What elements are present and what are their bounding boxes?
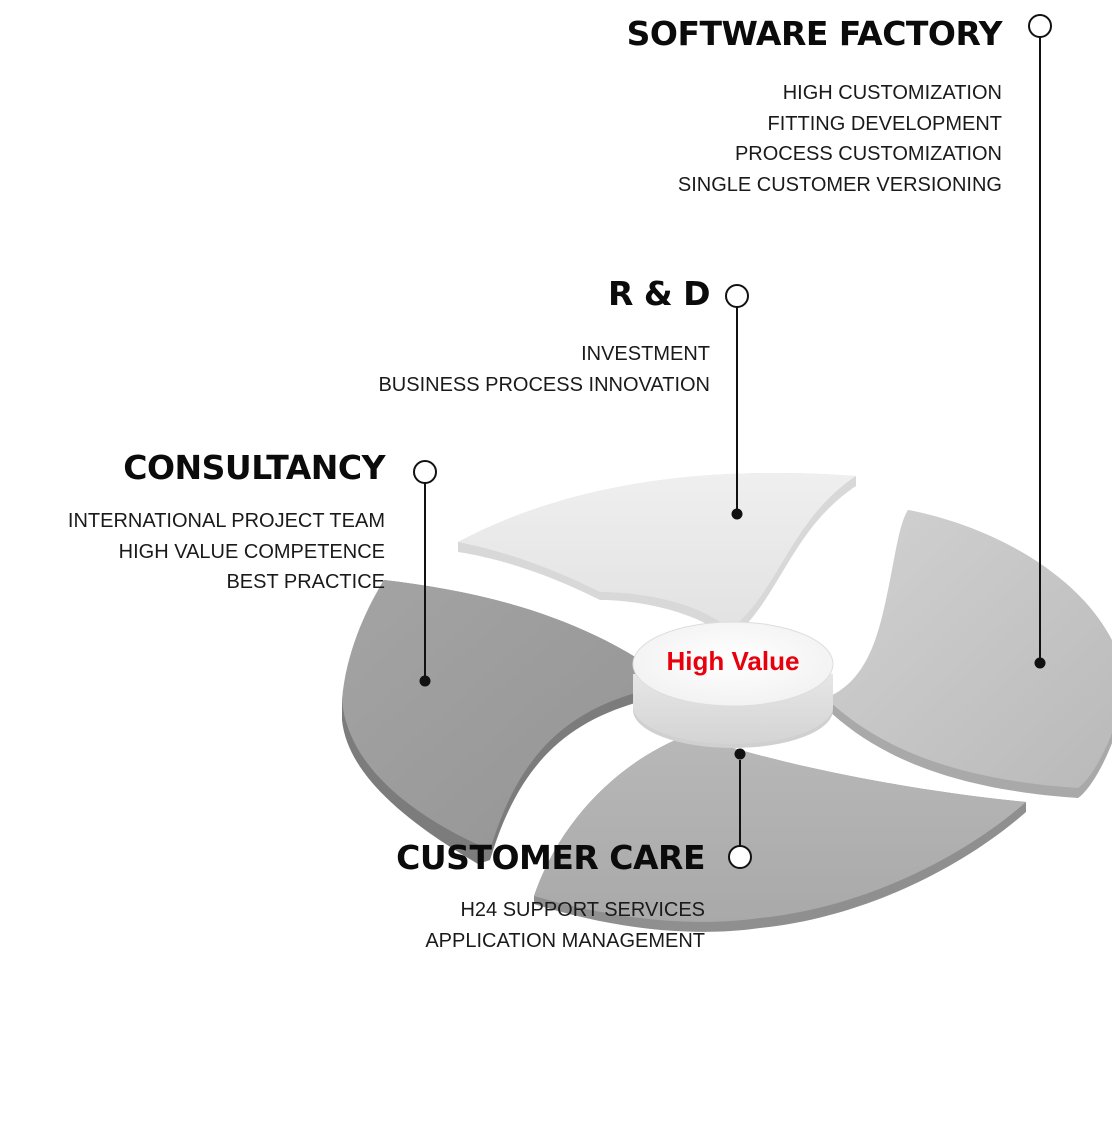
dot-software-factory bbox=[1034, 657, 1046, 669]
customer-care-block: CUSTOMER CARE H24 SUPPORT SERVICES APPLI… bbox=[396, 838, 705, 956]
customer-care-heading: CUSTOMER CARE bbox=[396, 838, 705, 877]
connector-software-factory bbox=[1028, 14, 1052, 662]
dot-customer-care bbox=[734, 748, 746, 760]
list-item: BUSINESS PROCESS INNOVATION bbox=[378, 373, 710, 396]
center-disc bbox=[632, 621, 834, 748]
list-item: INTERNATIONAL PROJECT TEAM bbox=[67, 510, 385, 532]
list-item: APPLICATION MANAGEMENT bbox=[425, 929, 705, 952]
petal-customer-care bbox=[534, 734, 1026, 932]
customer-care-items: H24 SUPPORT SERVICES APPLICATION MANAGEM… bbox=[396, 895, 705, 956]
petal-r-and-d bbox=[458, 472, 856, 640]
dot-r-and-d bbox=[731, 508, 743, 520]
dot-consultancy bbox=[419, 675, 431, 687]
consultancy-items: INTERNATIONAL PROJECT TEAM HIGH VALUE CO… bbox=[68, 506, 385, 598]
consultancy-heading: CONSULTANCY bbox=[123, 448, 385, 487]
list-item: INVESTMENT bbox=[581, 343, 710, 365]
list-item: BEST PRACTICE bbox=[226, 571, 385, 593]
software-factory-items: HIGH CUSTOMIZATION FITTING DEVELOPMENT P… bbox=[627, 78, 1002, 200]
r-and-d-heading: R & D bbox=[607, 274, 711, 313]
petal-software-factory bbox=[826, 510, 1112, 798]
list-item: HIGH CUSTOMIZATION bbox=[782, 82, 1002, 104]
center-label: High Value bbox=[666, 646, 800, 676]
list-item: H24 SUPPORT SERVICES bbox=[460, 899, 705, 921]
connector-consultancy bbox=[413, 460, 437, 680]
list-item: HIGH VALUE COMPETENCE bbox=[118, 540, 385, 563]
petal-consultancy bbox=[342, 580, 646, 864]
list-item: PROCESS CUSTOMIZATION bbox=[734, 143, 1002, 165]
consultancy-block: CONSULTANCY INTERNATIONAL PROJECT TEAM H… bbox=[68, 448, 386, 598]
r-and-d-items: INVESTMENT BUSINESS PROCESS INNOVATION bbox=[378, 339, 710, 400]
connector-r-and-d bbox=[725, 284, 749, 514]
r-and-d-block: R & D INVESTMENT BUSINESS PROCESS INNOVA… bbox=[378, 274, 710, 400]
software-factory-block: SOFTWARE FACTORY HIGH CUSTOMIZATION FITT… bbox=[626, 14, 1003, 200]
software-factory-heading: SOFTWARE FACTORY bbox=[626, 14, 1003, 53]
list-item: SINGLE CUSTOMER VERSIONING bbox=[677, 173, 1002, 196]
list-item: FITTING DEVELOPMENT bbox=[767, 112, 1002, 135]
